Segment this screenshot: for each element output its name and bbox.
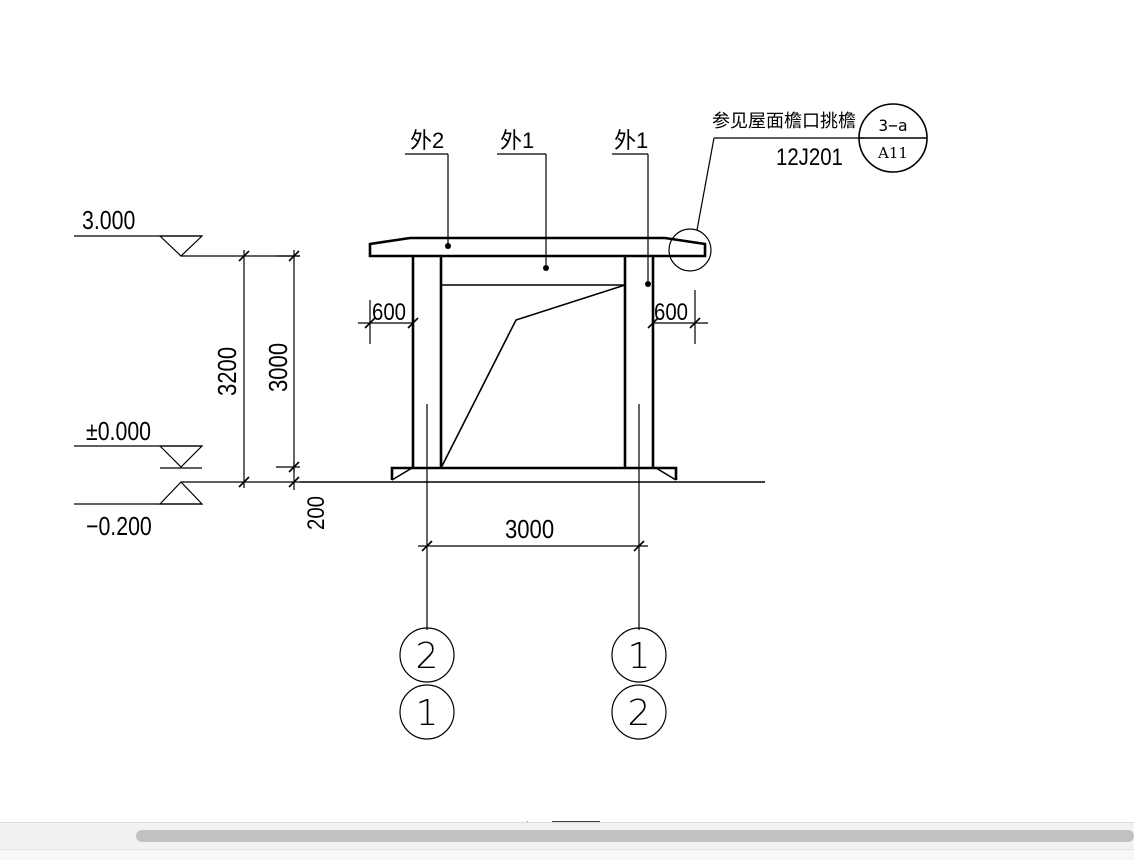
dimension-overhang-left-label: 600 xyxy=(372,298,406,325)
dimension-span-label: 3000 xyxy=(505,515,554,544)
level-marker-ground: ±0.000 xyxy=(74,417,204,469)
door-swing-indication xyxy=(440,284,626,469)
base-plinth xyxy=(390,466,678,481)
axis-bubbles-right: 1 2 xyxy=(611,627,667,740)
material-tag-middle-label: 外1 xyxy=(500,128,534,153)
level-bottom-label: −0.200 xyxy=(86,512,152,542)
material-tag-middle: 外1 xyxy=(497,128,549,271)
dimension-column-height: 3000 xyxy=(264,250,300,473)
horizontal-scrollbar[interactable] xyxy=(0,822,1134,860)
detail-index-symbol: 3−a A11 xyxy=(858,103,928,173)
dimension-total-height-label: 3200 xyxy=(213,347,242,396)
axis-label-left-lower: 1 xyxy=(416,693,439,734)
level-marker-top: 3.000 xyxy=(74,206,300,257)
dimension-overhang-left: 600 xyxy=(358,298,419,344)
level-marker-bottom: −0.200 xyxy=(74,481,300,542)
dimension-overhang-right: 600 xyxy=(647,290,708,344)
status-strip xyxy=(0,849,1134,860)
axis-center-lines xyxy=(426,404,640,630)
material-tag-left: 外2 xyxy=(405,128,451,249)
dimension-span: 3000 xyxy=(418,515,648,552)
dimension-step: 200 xyxy=(288,462,329,530)
axis-label-left-upper: 2 xyxy=(416,636,439,677)
detail-reference-note: 参见屋面檐口挑檐 xyxy=(712,111,856,131)
roof-slab xyxy=(368,236,707,258)
axis-bubbles-left: 2 1 xyxy=(399,627,455,740)
level-top-label: 3.000 xyxy=(82,206,135,236)
level-ground-label: ±0.000 xyxy=(86,417,151,447)
detail-index-number: 3−a xyxy=(879,116,908,135)
detail-reference: 参见屋面檐口挑檐 12J201 3−a A11 xyxy=(668,103,928,272)
scrollbar-thumb[interactable] xyxy=(136,830,1134,842)
elevation-drawing: 3.000 ±0.000 −0.200 3200 3000 200 xyxy=(74,103,928,822)
scrollbar-track[interactable] xyxy=(0,823,1134,849)
dimension-overhang-right-label: 600 xyxy=(654,298,688,325)
detail-index-sheet: A11 xyxy=(877,144,908,162)
dimension-step-label: 200 xyxy=(302,496,329,530)
dimension-column-height-label: 3000 xyxy=(264,343,293,392)
detail-reference-atlas: 12J201 xyxy=(776,143,843,170)
material-tag-right-label: 外1 xyxy=(614,128,648,153)
dimension-total-height: 3200 xyxy=(213,250,250,488)
right-column xyxy=(623,256,655,468)
left-column xyxy=(411,256,443,468)
axis-label-right-lower: 2 xyxy=(628,693,651,734)
material-tag-right: 外1 xyxy=(612,128,651,287)
material-tag-left-label: 外2 xyxy=(410,128,444,153)
axis-label-right-upper: 1 xyxy=(628,636,651,677)
